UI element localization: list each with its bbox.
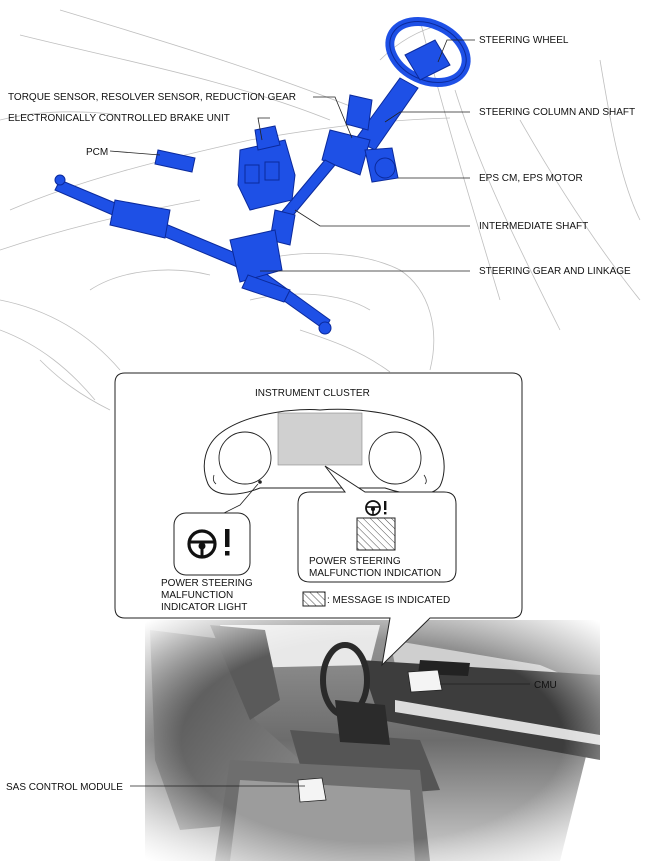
steering-column-label: STEERING COLUMN AND SHAFT bbox=[479, 107, 635, 118]
instrument-cluster-callout: INSTRUMENT CLUSTER POWER STEERING MALFUN… bbox=[114, 372, 523, 667]
instrument-cluster-title: INSTRUMENT CLUSTER bbox=[255, 388, 370, 399]
cabin-illustration bbox=[145, 620, 600, 861]
left-gauge bbox=[218, 431, 272, 485]
cmu-label: CMU bbox=[534, 680, 557, 691]
steering-wheel-label: STEERING WHEEL bbox=[479, 35, 569, 46]
indicator-light-bubble bbox=[173, 512, 251, 576]
sas-label: SAS CONTROL MODULE bbox=[6, 782, 123, 793]
message-legend-label: : MESSAGE IS INDICATED bbox=[327, 595, 450, 606]
eps-label: EPS CM, EPS MOTOR bbox=[479, 173, 583, 184]
indicator-light-text-1: POWER STEERING bbox=[161, 578, 253, 589]
pcm-label: PCM bbox=[86, 147, 108, 158]
intermediate-shaft-label: INTERMEDIATE SHAFT bbox=[479, 221, 588, 232]
steering-system bbox=[54, 17, 471, 335]
steering-wheel-part bbox=[385, 17, 471, 87]
indicator-light-text-2: MALFUNCTION bbox=[161, 590, 233, 601]
brake-unit-part bbox=[237, 125, 296, 211]
top-leaders bbox=[109, 39, 475, 272]
indication-text-2: MALFUNCTION INDICATION bbox=[309, 568, 441, 579]
hatched-message-icon bbox=[356, 517, 396, 551]
steering-wheel-exclamation-icon bbox=[187, 529, 230, 559]
vehicle-outline bbox=[0, 9, 641, 411]
pcm-part bbox=[154, 149, 196, 173]
right-gauge bbox=[368, 431, 422, 485]
steering-gear-label: STEERING GEAR AND LINKAGE bbox=[479, 266, 631, 277]
small-steering-wheel-icon bbox=[365, 500, 387, 516]
brake-unit-label: ELECTRONICALLY CONTROLLED BRAKE UNIT bbox=[8, 113, 230, 124]
torque-sensor-label: TORQUE SENSOR, RESOLVER SENSOR, REDUCTIO… bbox=[8, 92, 296, 103]
legend-hatch-icon bbox=[302, 591, 326, 607]
multi-info-display bbox=[277, 412, 363, 466]
indicator-light-text-3: INDICATOR LIGHT bbox=[161, 602, 247, 613]
indication-text-1: POWER STEERING bbox=[309, 556, 401, 567]
